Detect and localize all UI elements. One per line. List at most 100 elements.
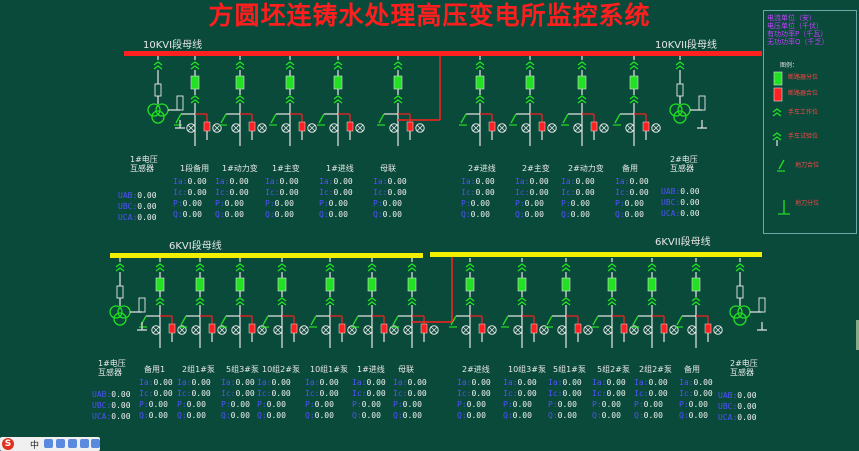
top-feeder-8-cart-lower-icon bbox=[629, 95, 639, 104]
bottom-feeder-12-earth-switch-icon-blade bbox=[676, 315, 683, 326]
bottom-feeder-11-p-readout: P:0.00 bbox=[634, 400, 663, 409]
bottom-feeder-10-ct-icon-cross bbox=[604, 326, 612, 334]
top-feeder-5-ct-icon-cross bbox=[472, 124, 480, 132]
bottom-feeder-11-ct2-icon bbox=[669, 325, 679, 335]
bottom-feeder-7-ia-readout: Ia:0.00 bbox=[457, 378, 491, 387]
ime-indicator[interactable]: 中 bbox=[30, 441, 40, 451]
bottom-feeder-4-ia-readout: Ia:0.00 bbox=[305, 378, 339, 387]
bottom-feeder-8-q-readout: Q:0.00 bbox=[503, 411, 532, 420]
top-feeder-6-breaker-icon bbox=[525, 75, 535, 90]
pt-0-winding-b-icon bbox=[155, 103, 169, 117]
pt-3-uca-readout: UCA:0.00 bbox=[718, 413, 757, 422]
bottom-feeder-9-cart-lower-icon bbox=[561, 297, 571, 306]
bottom-feeder-2-label: 5组3#泵 bbox=[226, 364, 259, 374]
top-feeder-6-ct2-icon bbox=[547, 123, 557, 133]
top-feeder-0-ct2-icon-cross bbox=[213, 124, 221, 132]
bottom-feeder-5-cart-lower-icon bbox=[367, 297, 377, 306]
top-feeder-4-ct-icon-cross bbox=[390, 124, 398, 132]
top-feeder-0-ct-icon bbox=[186, 123, 196, 133]
top-feeder-3-ct-icon-cross bbox=[330, 124, 338, 132]
top-feeder-7-p-readout: P:0.00 bbox=[561, 199, 590, 208]
bottom-feeder-8-ic-readout: Ic:0.00 bbox=[503, 389, 537, 398]
top-feeder-8-breaker-icon bbox=[629, 75, 639, 90]
bottom-feeder-6-ic-readout: Ic:0.00 bbox=[393, 389, 427, 398]
top-feeder-0-ct-icon-cross bbox=[187, 124, 195, 132]
bottom-feeder-1-q-readout: Q:0.00 bbox=[177, 411, 206, 420]
bottom-feeder-2-cart-upper-icon bbox=[235, 263, 245, 272]
top-feeder-0-cart-upper-icon bbox=[190, 61, 200, 70]
top-feeder-5-cart-upper-icon bbox=[475, 61, 485, 70]
legend-cart-work-icon bbox=[772, 108, 782, 117]
top-feeder-8-ct-icon bbox=[625, 123, 635, 133]
keyboard-icon[interactable] bbox=[80, 439, 89, 448]
bottom-feeder-11-small-breaker-icon bbox=[660, 323, 668, 334]
top-feeder-3-q-readout: Q:0.00 bbox=[319, 210, 348, 219]
bottom-feeder-7-earth-switch-icon-blade bbox=[450, 315, 457, 326]
top-feeder-3-cart-upper-icon bbox=[333, 61, 343, 70]
bottom-feeder-1-label: 2组1#泵 bbox=[182, 364, 215, 374]
bus-label-6kv-2: 6KVII段母线 bbox=[655, 237, 711, 248]
bottom-feeder-11-ic-readout: Ic:0.00 bbox=[634, 389, 668, 398]
scroll-handle[interactable] bbox=[856, 320, 859, 350]
pt-1-label1: 2#电压 bbox=[670, 154, 698, 164]
top-feeder-0-q-readout: Q:0.00 bbox=[173, 210, 202, 219]
top-feeder-2-ia-readout: Ia:0.00 bbox=[265, 177, 299, 186]
bottom-feeder-6-ct2-icon bbox=[429, 325, 439, 335]
top-feeder-1-ct2-icon bbox=[257, 123, 267, 133]
top-feeder-4-small-breaker-icon bbox=[406, 121, 414, 132]
page-title: 方圆坯连铸水处理高压变电所监控系统 bbox=[208, 1, 651, 30]
pt-2-winding-b-icon bbox=[117, 305, 131, 319]
top-feeder-2-label: 1#主变 bbox=[272, 163, 300, 173]
pt-3-winding-b-icon bbox=[737, 305, 751, 319]
bus-label-10kv-1: 10KVI段母线 bbox=[143, 40, 203, 51]
bottom-feeder-7-ct2-icon bbox=[487, 325, 497, 335]
top-feeder-5-ct2-icon bbox=[497, 123, 507, 133]
busbar-10kv-section-1 bbox=[124, 51, 430, 56]
bottom-feeder-6-breaker-icon bbox=[407, 277, 417, 292]
bottom-feeder-4-cart-lower-icon bbox=[325, 297, 335, 306]
microphone-icon[interactable] bbox=[68, 439, 77, 448]
bottom-feeder-12-ia-readout: Ia:0.00 bbox=[679, 378, 713, 387]
legend-item-breaker-open: 断路器分位 bbox=[788, 74, 819, 81]
top-feeder-8-p-readout: P:0.00 bbox=[615, 199, 644, 208]
bottom-feeder-3-ct-icon bbox=[273, 325, 283, 335]
bottom-feeder-7-ct2-icon-cross bbox=[488, 326, 496, 334]
legend-cart-test-icon bbox=[772, 132, 782, 141]
bottom-feeder-10-ic-readout: Ic:0.00 bbox=[592, 389, 626, 398]
bottom-feeder-7-p-readout: P:0.00 bbox=[457, 400, 486, 409]
sogou-logo-icon[interactable]: S bbox=[2, 438, 14, 450]
top-feeder-1-earth-switch-icon-blade bbox=[220, 113, 227, 124]
pt-1-uab-readout: UAB:0.00 bbox=[661, 187, 700, 196]
top-feeder-7-q-readout: Q:0.00 bbox=[561, 210, 590, 219]
top-feeder-3-cart-lower-icon bbox=[333, 95, 343, 104]
top-feeder-5-breaker-icon bbox=[475, 75, 485, 90]
bottom-feeder-6-ct2-icon-cross bbox=[430, 326, 438, 334]
top-feeder-3-ic-readout: Ic:0.00 bbox=[319, 188, 353, 197]
bottom-feeder-10-earth-switch-icon-blade bbox=[592, 315, 599, 326]
top-feeder-4-label: 母联 bbox=[380, 164, 396, 173]
emoji-icon[interactable] bbox=[56, 439, 65, 448]
pt-3-cart-icon bbox=[735, 263, 745, 272]
bottom-feeder-10-p-readout: P:0.00 bbox=[592, 400, 621, 409]
taskbar: S 中 bbox=[0, 437, 100, 451]
skin-icon[interactable] bbox=[91, 439, 100, 448]
pt-1-ubc-readout: UBC:0.00 bbox=[661, 198, 700, 207]
top-feeder-5-label: 2#进线 bbox=[468, 163, 496, 173]
bottom-feeder-4-earth-switch-icon-blade bbox=[310, 315, 317, 326]
bottom-feeder-4-label: 10组1#泵 bbox=[310, 364, 348, 374]
top-feeder-6-label: 2#主变 bbox=[522, 163, 550, 173]
top-feeder-4-p-readout: P:0.00 bbox=[373, 199, 402, 208]
bottom-feeder-0-ct2-icon-cross bbox=[178, 326, 186, 334]
top-feeder-2-ct-icon-cross bbox=[282, 124, 290, 132]
bottom-feeder-10-ct2-icon bbox=[629, 325, 639, 335]
bottom-feeder-5-label: 1#进线 bbox=[357, 364, 385, 374]
bottom-feeder-0-p-readout: P:0.00 bbox=[139, 400, 168, 409]
bottom-feeder-3-q-readout: Q:0.00 bbox=[257, 411, 286, 420]
bottom-feeder-11-ct2-icon-cross bbox=[670, 326, 678, 334]
bottom-feeder-5-ct2-icon-cross bbox=[390, 326, 398, 334]
punctuation-icon[interactable] bbox=[44, 439, 53, 448]
bottom-feeder-5-p-readout: P:0.00 bbox=[352, 400, 381, 409]
pt-2-winding-c-icon bbox=[113, 312, 127, 326]
legend-unit-active-power: 有功功率P（千瓦） bbox=[767, 30, 828, 38]
